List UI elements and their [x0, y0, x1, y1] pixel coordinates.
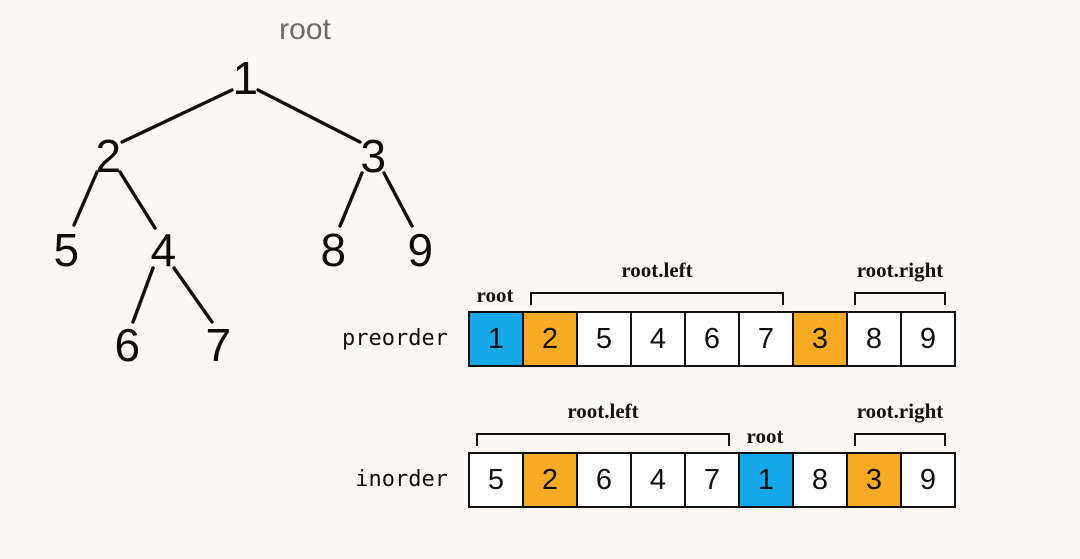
tree-edges: [72, 88, 414, 324]
span-bracket-inorder-root-right: [854, 433, 946, 446]
array-cell-preorder-2[interactable]: 5: [576, 311, 632, 367]
span-caption-preorder-root-left: root.left: [621, 258, 693, 282]
span-caption-preorder-root-right: root.right: [856, 258, 944, 282]
array-label-inorder: inorder: [355, 467, 448, 492]
array-cell-preorder-7[interactable]: 8: [846, 311, 902, 367]
tree-edge-n3-n9: [382, 171, 414, 228]
span-caption-preorder-root: root: [476, 283, 514, 307]
tree-edge-n2-n4: [118, 170, 157, 230]
array-cell-inorder-2[interactable]: 6: [576, 452, 632, 508]
array-cell-inorder-8[interactable]: 9: [900, 452, 956, 508]
tree-node-6: 6: [114, 319, 140, 371]
span-caption-inorder-root-left: root.left: [567, 399, 639, 423]
array-cell-preorder-0[interactable]: 1: [468, 311, 524, 367]
tree-edge-n3-n8: [338, 171, 364, 228]
tree-edge-n4-n6: [131, 266, 155, 324]
tree-node-2: 2: [95, 130, 121, 182]
span-bracket-preorder-root-right: [854, 292, 946, 305]
array-cell-inorder-1[interactable]: 2: [522, 452, 578, 508]
array-cell-inorder-4[interactable]: 7: [684, 452, 740, 508]
tree-node-4: 4: [150, 224, 176, 276]
array-label-preorder: preorder: [342, 326, 448, 351]
tree-node-3: 3: [360, 130, 386, 182]
array-cell-inorder-6[interactable]: 8: [792, 452, 848, 508]
tree-edge-n2-n5: [72, 170, 99, 227]
tree-diagram: 1 2 3 5 4 8 9 6 7 root: [0, 0, 470, 400]
span-bracket-inorder-root-left: [476, 433, 730, 446]
array-cell-inorder-7[interactable]: 3: [846, 452, 902, 508]
tree-node-9: 9: [407, 224, 433, 276]
array-cell-preorder-8[interactable]: 9: [900, 311, 956, 367]
span-bracket-preorder-root-left: [530, 292, 784, 305]
tree-edge-n4-n7: [172, 266, 214, 324]
span-caption-inorder-root: root: [746, 424, 784, 448]
tree-node-7: 7: [205, 319, 231, 371]
array-cell-inorder-5[interactable]: 1: [738, 452, 794, 508]
tree-edge-n1-n3: [256, 88, 362, 144]
array-cell-preorder-4[interactable]: 6: [684, 311, 740, 367]
array-cell-preorder-6[interactable]: 3: [792, 311, 848, 367]
tree-node-8: 8: [320, 224, 346, 276]
tree-root-label: root: [279, 13, 331, 46]
array-cell-preorder-1[interactable]: 2: [522, 311, 578, 367]
tree-node-1: 1: [232, 52, 258, 104]
tree-node-5: 5: [53, 224, 79, 276]
span-caption-inorder-root-right: root.right: [856, 399, 944, 423]
array-cell-inorder-0[interactable]: 5: [468, 452, 524, 508]
tree-edge-n1-n2: [120, 88, 234, 144]
array-cell-inorder-3[interactable]: 4: [630, 452, 686, 508]
